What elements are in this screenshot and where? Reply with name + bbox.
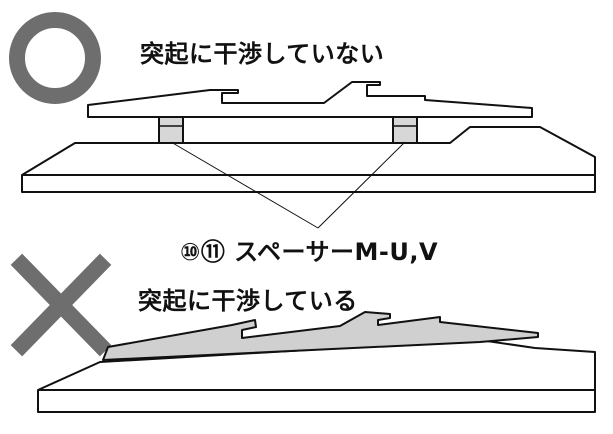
bottom-base-board (37, 339, 596, 413)
ng-caption: 突起に干渉している (138, 287, 358, 315)
spacer-caption: ⑩⑪ スペーサーM-U,V (180, 238, 439, 266)
top-spacer-left (158, 116, 184, 144)
ok-caption: 突起に干渉していない (140, 40, 385, 68)
bottom-tilted-upper-part (102, 311, 539, 361)
top-spacer-right (392, 116, 418, 144)
ng-cross-icon (10, 253, 112, 357)
top-base-board (21, 126, 596, 193)
spacer-leader-lines (170, 141, 406, 229)
top-upper-part (87, 81, 533, 118)
ok-circle-icon (9, 12, 101, 104)
